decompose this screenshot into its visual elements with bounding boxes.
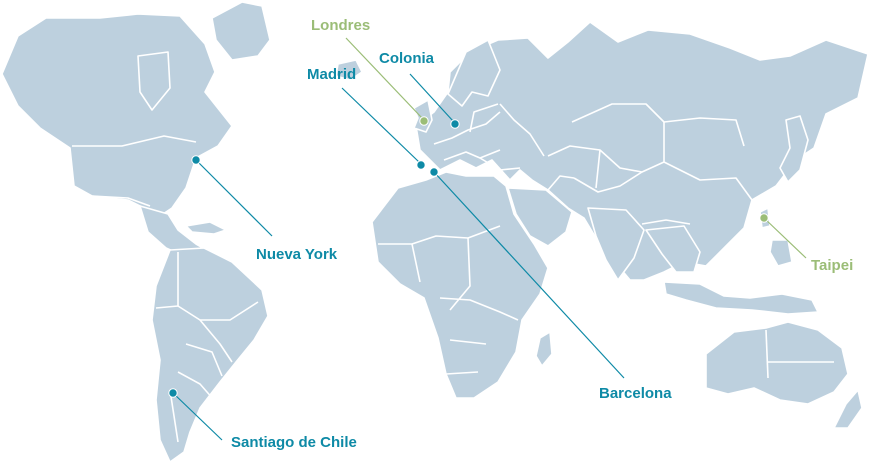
city-markers	[168, 37, 807, 441]
colonia-label[interactable]: Colonia	[379, 50, 435, 67]
australia	[705, 321, 849, 405]
japan	[779, 115, 809, 183]
madrid-label[interactable]: Madrid	[307, 66, 356, 83]
indonesia	[663, 281, 819, 315]
nueva-york-leader-line	[195, 159, 273, 237]
colonia-leader-line	[409, 73, 454, 122]
new-zealand	[833, 389, 863, 429]
india	[587, 207, 645, 281]
africa	[371, 171, 549, 399]
nueva-york-label[interactable]: Nueva York	[256, 246, 338, 263]
colonia-marker[interactable]	[450, 119, 460, 129]
philippines	[769, 239, 793, 267]
greenland	[211, 1, 271, 61]
santiago-marker[interactable]	[168, 388, 178, 398]
londres-marker[interactable]	[419, 116, 429, 126]
londres-label[interactable]: Londres	[311, 17, 370, 34]
taipei-marker[interactable]	[759, 213, 769, 223]
santiago-label[interactable]: Santiago de Chile	[231, 434, 357, 451]
barcelona-leader-line	[433, 171, 625, 379]
taipei-leader-line	[763, 217, 807, 259]
taipei-label[interactable]: Taipei	[811, 257, 853, 274]
barcelona-marker[interactable]	[429, 167, 439, 177]
nueva-york-marker[interactable]	[191, 155, 201, 165]
londres-leader-line	[345, 37, 423, 119]
north-america	[1, 13, 233, 217]
santiago-leader-line	[172, 392, 223, 441]
iceland	[335, 59, 363, 81]
southeast-asia	[645, 225, 701, 273]
country-borders	[72, 51, 834, 443]
landmasses	[1, 1, 869, 463]
scandinavia	[447, 39, 501, 107]
madrid-marker[interactable]	[416, 160, 426, 170]
madagascar	[535, 331, 553, 367]
madrid-leader-line	[341, 87, 420, 163]
caribbean	[185, 221, 227, 235]
south-america	[151, 247, 269, 463]
arabia	[507, 187, 573, 247]
barcelona-label[interactable]: Barcelona	[599, 385, 672, 402]
